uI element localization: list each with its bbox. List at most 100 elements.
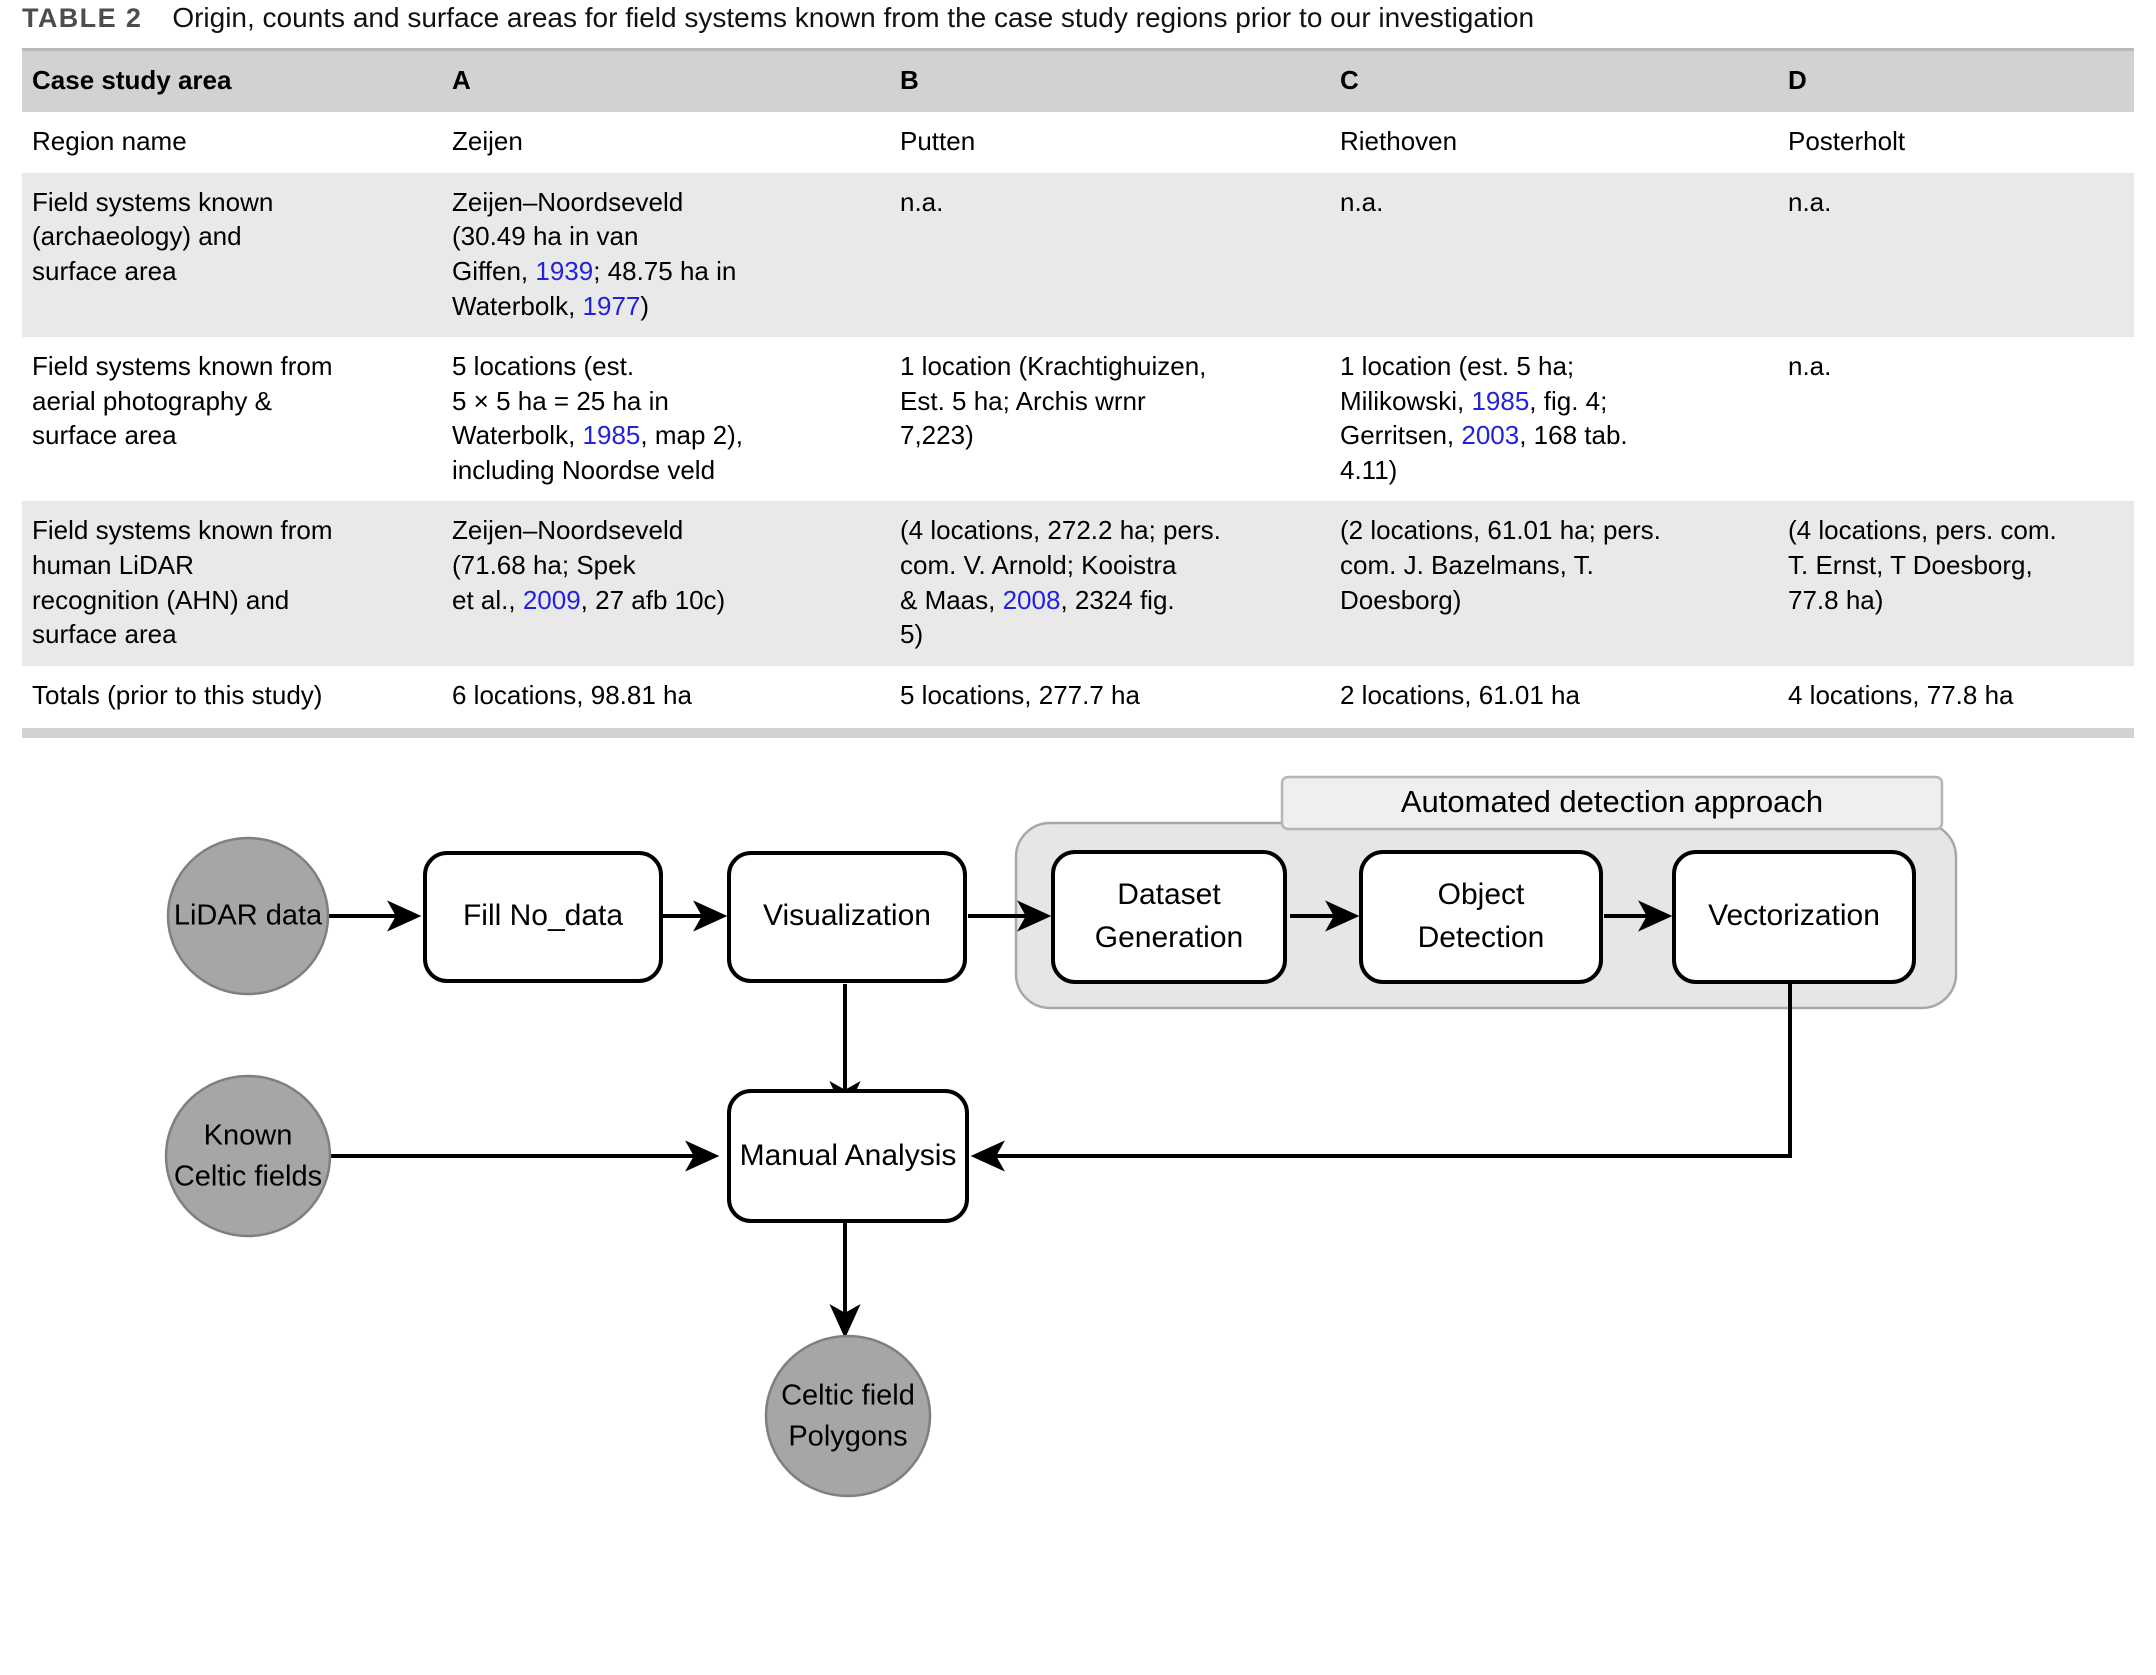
cell-line: Waterbolk, 1985, map 2), bbox=[452, 420, 743, 451]
cell-line: (2 locations, 61.01 ha; pers. bbox=[1340, 515, 1661, 546]
cell-line: surface area bbox=[32, 255, 177, 286]
cell-region-name-a: Zeijen bbox=[442, 112, 890, 173]
manual-analysis-shape bbox=[727, 1089, 969, 1224]
cell-line: 4 locations, 77.8 ha bbox=[1788, 679, 2014, 710]
node-visualization[interactable]: Visualization bbox=[727, 851, 967, 984]
cell-line: Zeijen bbox=[452, 126, 523, 157]
cell-line: surface area bbox=[32, 420, 177, 451]
column-header-d: D bbox=[1778, 48, 2134, 113]
cell-totals-b: 5 locations, 277.7 ha bbox=[890, 665, 1330, 727]
table-caption: TABLE 2 Origin, counts and surface areas… bbox=[22, 0, 2134, 48]
automated-detection-group-label-box bbox=[1280, 776, 1944, 831]
cell-region-name-c: Riethoven bbox=[1330, 112, 1778, 173]
cell-aerial-d: n.a. bbox=[1778, 337, 2134, 502]
table-row: Region name Zeijen Putten Riethoven Post… bbox=[22, 112, 2134, 173]
fill-no-data-label: Fill No_data bbox=[463, 899, 623, 932]
row-label-human-lidar: Field systems known from human LiDAR rec… bbox=[22, 501, 442, 666]
citation-link[interactable]: 2009 bbox=[522, 584, 581, 615]
cell-line: 5 locations (est. bbox=[452, 351, 635, 382]
cell-line: (71.68 ha; Spek bbox=[452, 549, 636, 580]
citation-link[interactable]: 2008 bbox=[1002, 584, 1061, 615]
cell-line: (archaeology) and bbox=[32, 221, 242, 252]
lidar-data-label: LiDAR data bbox=[174, 900, 323, 932]
cell-line: n.a. bbox=[1788, 351, 1832, 382]
node-vectorization[interactable]: Vectorization bbox=[1672, 850, 1916, 985]
cell-line: 2 locations, 61.01 ha bbox=[1340, 679, 1580, 710]
cell-line: Field systems known bbox=[32, 186, 274, 217]
automated-detection-group-label: Automated detection approach bbox=[1401, 784, 1823, 819]
cell-archaeology-c: n.a. bbox=[1330, 172, 1778, 338]
cell-line: Riethoven bbox=[1340, 126, 1458, 157]
cell-line: including Noordse veld bbox=[452, 454, 716, 485]
cell-line: 77.8 ha) bbox=[1788, 584, 1884, 615]
cell-line: 7,223) bbox=[900, 420, 974, 451]
row-label-aerial-photography: Field systems known from aerial photogra… bbox=[22, 337, 442, 502]
node-lidar-data[interactable]: LiDAR data bbox=[166, 837, 330, 996]
node-object-detection[interactable]: Object Detection bbox=[1359, 850, 1603, 985]
cell-lidar-d: (4 locations, pers. com. T. Ernst, T Doe… bbox=[1778, 501, 2134, 666]
cell-line: Region name bbox=[32, 126, 187, 157]
citation-link[interactable]: 1977 bbox=[582, 290, 641, 321]
cell-line: 5) bbox=[900, 619, 924, 650]
object-detection-shape bbox=[1359, 850, 1603, 985]
citation-link[interactable]: 1985 bbox=[1471, 385, 1530, 416]
table-row: Field systems known (archaeology) and su… bbox=[22, 172, 2134, 338]
row-label-totals: Totals (prior to this study) bbox=[22, 665, 442, 727]
dataset-generation-label-line1: Dataset bbox=[1117, 878, 1221, 911]
cell-line: Field systems known from bbox=[32, 515, 333, 546]
cell-line: Totals (prior to this study) bbox=[32, 679, 323, 710]
dataset-generation-label-line2: Generation bbox=[1095, 921, 1243, 954]
cell-line: 6 locations, 98.81 ha bbox=[452, 679, 692, 710]
cell-region-name-d: Posterholt bbox=[1778, 112, 2134, 173]
table-bottom-rule bbox=[22, 728, 2134, 739]
citation-link[interactable]: 1939 bbox=[535, 255, 594, 286]
node-fill-no-data[interactable]: Fill No_data bbox=[423, 851, 663, 984]
cell-line: Giffen, 1939; 48.75 ha in bbox=[452, 255, 737, 286]
cell-line: aerial photography & bbox=[32, 385, 272, 416]
cell-line: (4 locations, pers. com. bbox=[1788, 515, 2057, 546]
cell-archaeology-a: Zeijen–Noordseveld (30.49 ha in van Giff… bbox=[442, 172, 890, 338]
cell-line: et al., 2009, 27 afb 10c) bbox=[452, 584, 726, 615]
cell-line: Est. 5 ha; Archis wrnr bbox=[900, 385, 1146, 416]
field-systems-table: Case study area A B C D Region name Zeij… bbox=[22, 48, 2134, 727]
visualization-label: Visualization bbox=[763, 899, 931, 932]
citation-link[interactable]: 2003 bbox=[1461, 420, 1520, 451]
cell-line: com. V. Arnold; Kooistra bbox=[900, 549, 1177, 580]
cell-lidar-c: (2 locations, 61.01 ha; pers. com. J. Ba… bbox=[1330, 501, 1778, 666]
cell-line: 5 × 5 ha = 25 ha in bbox=[452, 385, 669, 416]
cell-line: & Maas, 2008, 2324 fig. bbox=[900, 584, 1175, 615]
cell-line: 5 locations, 277.7 ha bbox=[900, 679, 1140, 710]
table-caption-label: TABLE 2 bbox=[22, 3, 143, 33]
cell-line: Waterbolk, 1977) bbox=[452, 290, 650, 321]
node-dataset-generation[interactable]: Dataset Generation bbox=[1051, 850, 1287, 985]
cell-line: com. J. Bazelmans, T. bbox=[1340, 549, 1594, 580]
cell-line: Gerritsen, 2003, 168 tab. bbox=[1340, 420, 1628, 451]
row-label-archaeology: Field systems known (archaeology) and su… bbox=[22, 172, 442, 338]
cell-line: Zeijen–Noordseveld bbox=[452, 515, 684, 546]
cell-archaeology-b: n.a. bbox=[890, 172, 1330, 338]
node-manual-analysis[interactable]: Manual Analysis bbox=[727, 1089, 969, 1224]
table-header: Case study area A B C D bbox=[22, 48, 2134, 113]
cell-line: n.a. bbox=[1340, 186, 1384, 217]
cell-line: recognition (AHN) and bbox=[32, 584, 290, 615]
cell-archaeology-d: n.a. bbox=[1778, 172, 2134, 338]
column-header-a: A bbox=[442, 48, 890, 113]
table-header-row: Case study area A B C D bbox=[22, 48, 2134, 113]
cell-lidar-a: Zeijen–Noordseveld (71.68 ha; Spek et al… bbox=[442, 501, 890, 666]
column-header-b: B bbox=[890, 48, 1330, 113]
cell-line: 4.11) bbox=[1340, 454, 1398, 485]
vectorization-shape bbox=[1672, 850, 1916, 985]
cell-totals-a: 6 locations, 98.81 ha bbox=[442, 665, 890, 727]
known-celtic-fields-label-line2: Celtic fields bbox=[174, 1161, 322, 1193]
celtic-field-polygons-label-line1: Celtic field bbox=[781, 1380, 915, 1412]
cell-lidar-b: (4 locations, 272.2 ha; pers. com. V. Ar… bbox=[890, 501, 1330, 666]
visualization-shape bbox=[727, 851, 967, 984]
celtic-field-polygons-shape bbox=[764, 1335, 932, 1498]
node-celtic-field-polygons[interactable]: Celtic field Polygons bbox=[764, 1335, 932, 1498]
node-known-celtic-fields[interactable]: Known Celtic fields bbox=[164, 1075, 332, 1238]
table-body: Region name Zeijen Putten Riethoven Post… bbox=[22, 112, 2134, 727]
citation-link[interactable]: 1985 bbox=[582, 420, 641, 451]
column-header-case-study-area: Case study area bbox=[22, 48, 442, 113]
fill-no-data-shape bbox=[423, 851, 663, 984]
cell-aerial-c: 1 location (est. 5 ha; Milikowski, 1985,… bbox=[1330, 337, 1778, 502]
